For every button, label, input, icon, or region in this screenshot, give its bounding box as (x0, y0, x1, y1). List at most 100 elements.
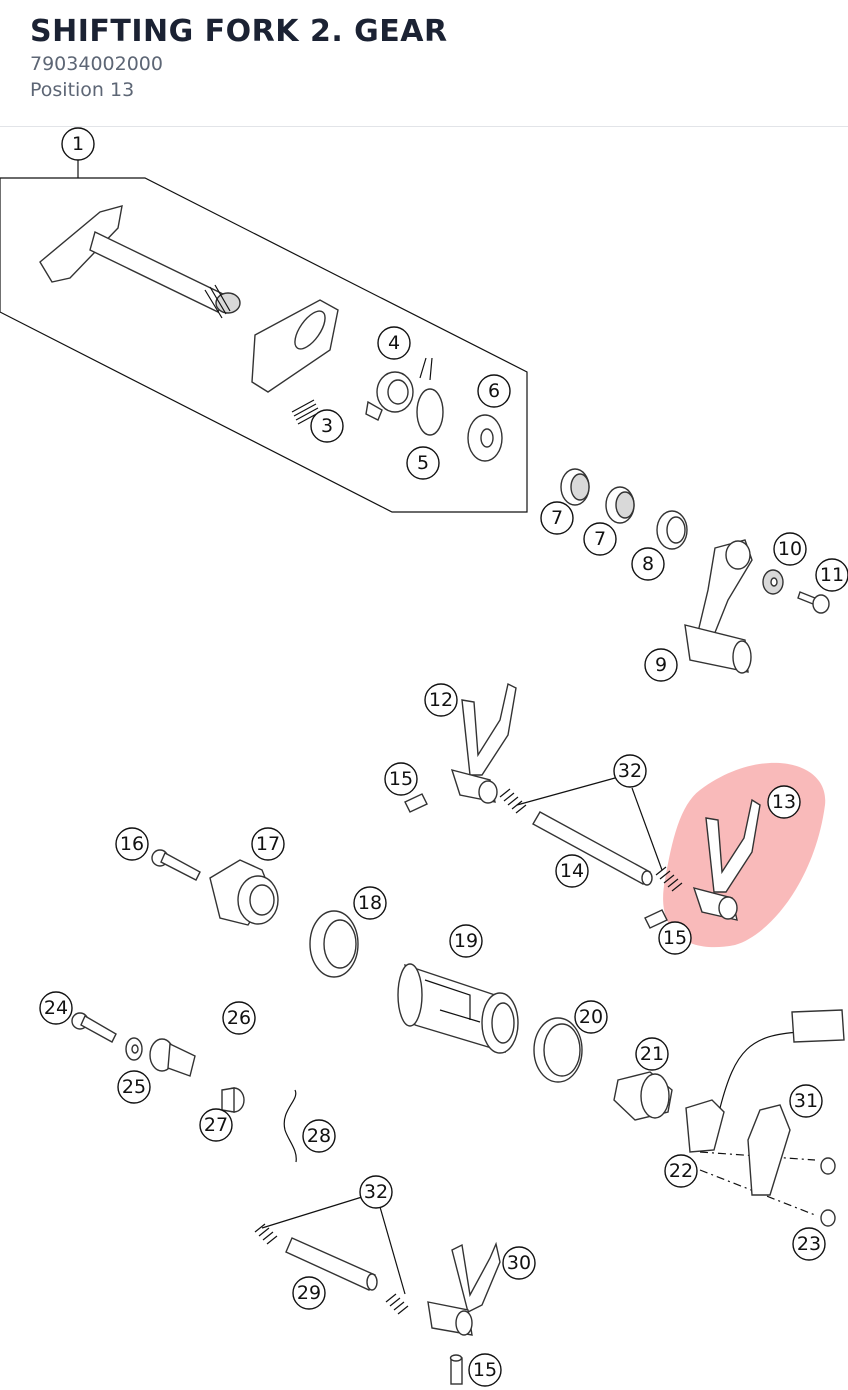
callout-14[interactable]: 14 (555, 854, 589, 888)
svg-text:30: 30 (507, 1252, 531, 1274)
callout-5[interactable]: 5 (406, 446, 440, 480)
svg-text:25: 25 (122, 1076, 146, 1098)
callout-13[interactable]: 13 (767, 785, 801, 819)
callout-21[interactable]: 21 (635, 1037, 669, 1071)
callout-24[interactable]: 24 (39, 991, 73, 1025)
svg-text:8: 8 (642, 553, 654, 575)
bushing-7b-part[interactable] (605, 486, 635, 524)
washer-25-part[interactable] (125, 1037, 143, 1061)
callout-22[interactable]: 22 (664, 1154, 698, 1188)
callout-6[interactable]: 6 (477, 374, 511, 408)
gear-sensor-22-part[interactable] (685, 1009, 845, 1153)
callout-19[interactable]: 19 (449, 924, 483, 958)
spring-32a-part[interactable] (499, 788, 527, 814)
spring-32b-part[interactable] (655, 866, 683, 892)
pin-15c-part[interactable] (449, 1354, 463, 1385)
callout-30[interactable]: 30 (502, 1246, 536, 1280)
bolt-24-part[interactable] (71, 1012, 117, 1043)
shaft-14-part[interactable] (532, 811, 653, 886)
spring-32c-part[interactable] (254, 1223, 278, 1245)
callout-23[interactable]: 23 (792, 1227, 826, 1261)
shift-fork-12-part[interactable] (450, 682, 517, 804)
callout-11[interactable]: 11 (815, 558, 848, 592)
svg-text:15: 15 (389, 768, 413, 790)
pin-15a-part[interactable] (404, 793, 428, 813)
svg-text:12: 12 (429, 689, 453, 711)
bushing-7a-part[interactable] (560, 468, 590, 506)
torsion-spring-28-part[interactable] (283, 1089, 297, 1163)
svg-text:3: 3 (321, 415, 333, 437)
seal-8-part[interactable] (656, 510, 688, 550)
callout-12[interactable]: 12 (424, 683, 458, 717)
callout-31[interactable]: 31 (789, 1084, 823, 1118)
callout-10[interactable]: 10 (773, 532, 807, 566)
svg-text:7: 7 (594, 528, 606, 550)
svg-text:7: 7 (551, 507, 563, 529)
locking-lever-17-part[interactable] (209, 859, 279, 926)
cover-plate-31-part[interactable] (747, 1104, 791, 1196)
callout-18[interactable]: 18 (353, 886, 387, 920)
svg-text:31: 31 (794, 1090, 818, 1112)
ring-5-part[interactable] (416, 357, 444, 436)
svg-text:19: 19 (454, 930, 478, 952)
bearing-20-part[interactable] (533, 1017, 583, 1083)
shift-drum-19-part[interactable] (397, 963, 519, 1054)
callout-32b[interactable]: 32 (359, 1175, 393, 1209)
callout-15b[interactable]: 15 (658, 921, 692, 955)
shift-plate-part[interactable] (251, 299, 339, 393)
bushing-27-part[interactable] (221, 1087, 245, 1113)
washer-6-part[interactable] (467, 414, 503, 462)
callout-9[interactable]: 9 (644, 648, 678, 682)
svg-text:27: 27 (204, 1114, 228, 1136)
callout-20[interactable]: 20 (574, 1000, 608, 1034)
callout-15c[interactable]: 15 (468, 1353, 502, 1387)
svg-text:1: 1 (72, 133, 84, 155)
pin-15b-part[interactable] (644, 909, 668, 929)
callout-27[interactable]: 27 (199, 1108, 233, 1142)
ratchet-4-part[interactable] (365, 371, 414, 421)
shift-fork-13-part[interactable] (692, 798, 761, 921)
callout-16[interactable]: 16 (115, 827, 149, 861)
svg-text:32: 32 (618, 760, 642, 782)
callout-1[interactable]: 1 (61, 127, 95, 161)
callout-26[interactable]: 26 (222, 1001, 256, 1035)
shift-shaft-part[interactable] (39, 205, 241, 319)
callout-28[interactable]: 28 (302, 1119, 336, 1153)
cover-21-part[interactable] (613, 1071, 673, 1121)
shift-fork-30-part[interactable] (427, 1241, 501, 1336)
callout-32a[interactable]: 32 (613, 754, 647, 788)
callout-4[interactable]: 4 (377, 326, 411, 360)
callout-7a[interactable]: 7 (540, 501, 574, 535)
lever-26-part[interactable] (149, 1038, 196, 1077)
svg-text:32: 32 (364, 1181, 388, 1203)
svg-text:5: 5 (417, 452, 429, 474)
spring-3-part[interactable] (291, 399, 321, 425)
seal-18-part[interactable] (309, 910, 359, 978)
svg-text:21: 21 (640, 1043, 664, 1065)
bolt-11-part[interactable] (797, 591, 830, 614)
page-title: SHIFTING FORK 2. GEAR (30, 14, 448, 49)
callout-3[interactable]: 3 (310, 409, 344, 443)
shaft-29-part[interactable] (285, 1237, 378, 1291)
svg-text:26: 26 (227, 1007, 251, 1029)
callout-17[interactable]: 17 (251, 827, 285, 861)
svg-text:23: 23 (797, 1233, 821, 1255)
callout-29[interactable]: 29 (292, 1276, 326, 1310)
spring-32d-part[interactable] (385, 1293, 409, 1315)
callout-7b[interactable]: 7 (583, 522, 617, 556)
washer-10-part[interactable] (762, 569, 784, 595)
page-header: SHIFTING FORK 2. GEAR 79034002000 Positi… (0, 0, 848, 126)
callout-15a[interactable]: 15 (384, 762, 418, 796)
svg-text:28: 28 (307, 1125, 331, 1147)
callout-8[interactable]: 8 (631, 547, 665, 581)
leader-lines (261, 777, 663, 1295)
svg-text:24: 24 (44, 997, 68, 1019)
svg-text:10: 10 (778, 538, 802, 560)
part-number: 79034002000 (30, 53, 163, 75)
shift-lever-9-part[interactable] (684, 539, 753, 674)
svg-text:9: 9 (655, 654, 667, 676)
callout-25[interactable]: 25 (117, 1070, 151, 1104)
svg-text:29: 29 (297, 1282, 321, 1304)
bolt-16-part[interactable] (151, 849, 201, 881)
